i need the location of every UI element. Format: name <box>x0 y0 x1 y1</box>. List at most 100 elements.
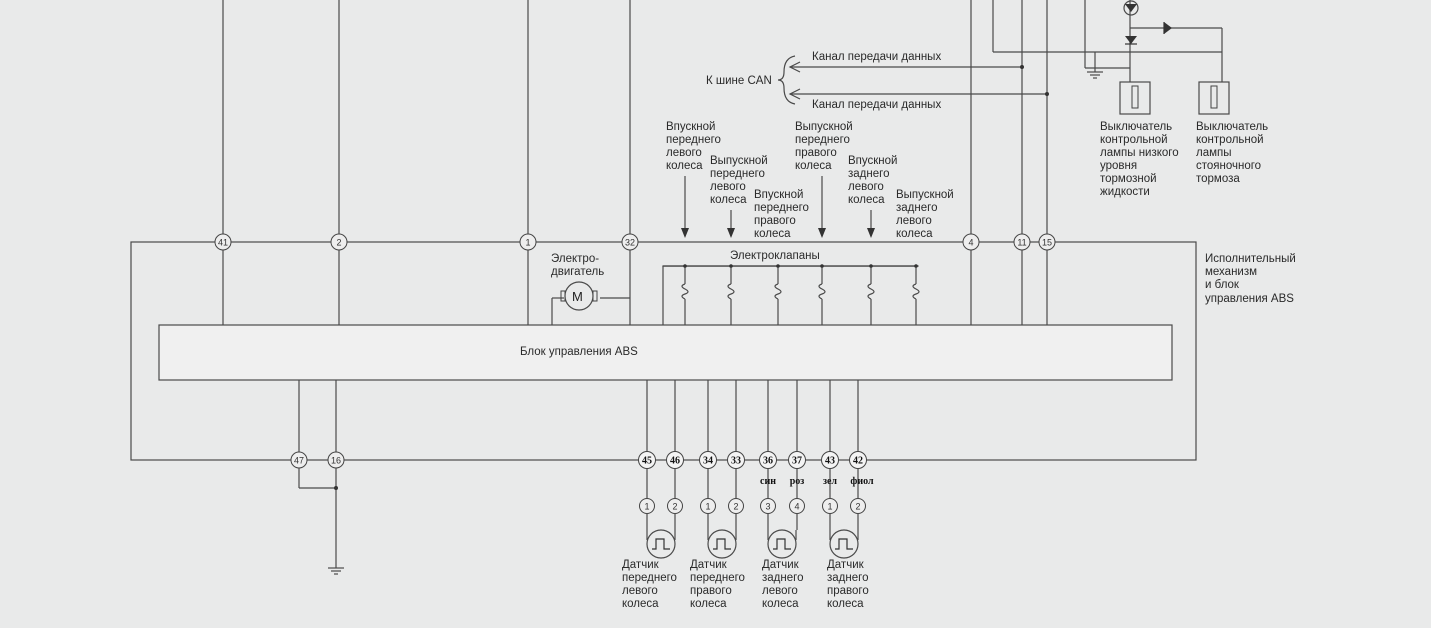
svg-text:жидкости: жидкости <box>1100 186 1150 198</box>
svg-text:колеса: колеса <box>690 598 727 610</box>
pin-number: 2 <box>733 501 738 511</box>
svg-text:заднего: заднего <box>848 168 889 180</box>
abs-control-block-label: Блок управления ABS <box>520 346 638 358</box>
wire-color-label: роз <box>790 476 805 487</box>
outlet-front-right-label: Выпускной переднего правого колеса <box>795 121 853 172</box>
pin-circle: 33 <box>727 451 745 469</box>
pin-circle: 43 <box>821 451 839 469</box>
pin-number: 41 <box>218 237 228 247</box>
inlet-front-left-label: Впускной переднего левого колеса <box>666 121 721 172</box>
sensor-symbols <box>646 529 859 559</box>
junction-dot <box>334 486 338 490</box>
pin-circle: 4 <box>789 498 805 514</box>
junction-dot <box>1020 65 1024 69</box>
svg-text:колеса: колеса <box>896 228 933 240</box>
svg-text:тормозной: тормозной <box>1100 173 1157 185</box>
bottom-left-pins: 47 16 <box>290 451 345 469</box>
ground-icon <box>1087 71 1103 79</box>
wire-color-label: син <box>760 476 776 487</box>
svg-text:контрольной: контрольной <box>1196 134 1264 146</box>
inlet-rear-left-label: Впускной заднего левого колеса <box>848 155 897 206</box>
electric-motor-label: Электро- двигатель <box>551 253 604 278</box>
svg-text:Впускной: Впускной <box>754 189 803 201</box>
svg-text:колеса: колеса <box>754 228 791 240</box>
brace-icon <box>777 55 796 105</box>
motor-icon <box>592 290 598 302</box>
actuator-unit-label: Исполнительный механизм и блок управлени… <box>1205 253 1296 305</box>
wheel-sensor-icon <box>646 529 676 559</box>
data-channel-label-2: Канал передачи данных <box>812 99 941 111</box>
switch-contact <box>1210 85 1218 109</box>
pin-circle: 46 <box>666 451 684 469</box>
pin-number: 2 <box>672 501 677 511</box>
brake-fluid-switch-icon <box>1119 81 1151 115</box>
pin-number: 36 <box>763 455 773 466</box>
svg-text:Исполнительный: Исполнительный <box>1205 253 1296 265</box>
svg-text:переднего: переднего <box>622 572 677 584</box>
pin-number: 34 <box>703 455 713 466</box>
svg-text:заднего: заднего <box>896 202 937 214</box>
arrow-icon <box>727 228 735 238</box>
solenoids-label: Электроклапаны <box>730 250 820 262</box>
solenoid-coil-icon <box>867 264 875 325</box>
pin-circle: 15 <box>1038 233 1056 251</box>
pin-circle: 2 <box>728 498 744 514</box>
svg-text:Выпускной: Выпускной <box>896 189 954 201</box>
pin-circle: 1 <box>519 233 537 251</box>
pin-circle: 34 <box>699 451 717 469</box>
pin-circle: 2 <box>850 498 866 514</box>
pin-number: 46 <box>670 455 680 466</box>
diode-icon <box>1123 0 1139 16</box>
svg-text:тормоза: тормоза <box>1196 173 1240 185</box>
svg-text:правого: правого <box>827 585 869 597</box>
wheel-sensor-icon <box>829 529 859 559</box>
pin-circle: 11 <box>1013 233 1031 251</box>
pin-circle: 2 <box>330 233 348 251</box>
pin-circle: 32 <box>621 233 639 251</box>
svg-text:Датчик: Датчик <box>622 559 660 571</box>
junction-dot <box>1045 92 1049 96</box>
diode-icon <box>1125 36 1137 44</box>
svg-text:колеса: колеса <box>848 194 885 206</box>
actuator-unit-frame <box>130 241 1197 461</box>
outlet-rear-left-label: Выпускной заднего левого колеса <box>896 189 954 240</box>
inlet-front-right-label: Впускной переднего правого колеса <box>754 189 809 240</box>
svg-text:и блок: и блок <box>1205 279 1240 291</box>
svg-text:Впускной: Впускной <box>666 121 715 133</box>
pin-circle: 16 <box>327 451 345 469</box>
svg-text:уровня: уровня <box>1100 160 1137 172</box>
switch-contact <box>1131 85 1139 109</box>
solenoid-coil-icon <box>774 264 782 325</box>
pin-circle: 42 <box>849 451 867 469</box>
arrow-icon <box>681 228 689 238</box>
pin-number: 1 <box>525 237 530 247</box>
abs-control-block <box>158 324 1173 381</box>
pin-number: 42 <box>853 455 863 466</box>
pin-number: 33 <box>731 455 741 466</box>
svg-text:переднего: переднего <box>666 134 721 146</box>
svg-text:левого: левого <box>622 585 658 597</box>
pin-number: 47 <box>294 455 304 465</box>
svg-text:Выпускной: Выпускной <box>795 121 853 133</box>
pin-circle: 36 <box>759 451 777 469</box>
arrow-icon <box>788 88 801 100</box>
solenoid-coil-icon <box>818 264 826 325</box>
svg-text:заднего: заднего <box>762 572 803 584</box>
pin-circle: 4 <box>962 233 980 251</box>
pin-circle: 1 <box>822 498 838 514</box>
svg-text:Датчик: Датчик <box>762 559 800 571</box>
pin-number: 43 <box>825 455 835 466</box>
svg-text:правого: правого <box>690 585 732 597</box>
parking-brake-switch-label: Выключатель контрольной лампы стояночног… <box>1196 121 1268 185</box>
pin-circle: 1 <box>700 498 716 514</box>
parking-brake-switch-icon <box>1198 81 1230 115</box>
pin-number: 2 <box>336 237 341 247</box>
svg-text:левого: левого <box>710 181 746 193</box>
svg-text:Выключатель: Выключатель <box>1100 121 1172 133</box>
diode-icon <box>1164 22 1172 34</box>
svg-text:колеса: колеса <box>827 598 864 610</box>
sensor-front-right-label: Датчик переднего правого колеса <box>690 559 745 610</box>
